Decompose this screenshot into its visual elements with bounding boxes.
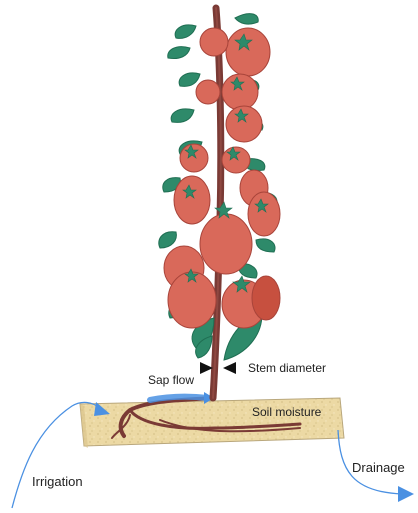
tomato [174, 176, 210, 224]
stem-diameter-label: Stem diameter [248, 361, 326, 375]
tomato [200, 214, 252, 274]
drainage-label: Drainage [352, 460, 405, 475]
tomato [168, 272, 216, 328]
tomato [196, 80, 220, 104]
plant-stem [213, 8, 221, 398]
tomato [226, 28, 270, 76]
tomato [222, 147, 250, 173]
tomato [248, 192, 280, 236]
tomato [222, 74, 258, 110]
irrigation-label: Irrigation [32, 474, 83, 489]
tomato [180, 144, 208, 172]
sap-flow-label: Sap flow [148, 373, 194, 387]
tomato [226, 106, 262, 142]
tomato [252, 276, 280, 320]
soil-moisture-label: Soil moisture [252, 405, 322, 419]
tomato [200, 28, 228, 56]
